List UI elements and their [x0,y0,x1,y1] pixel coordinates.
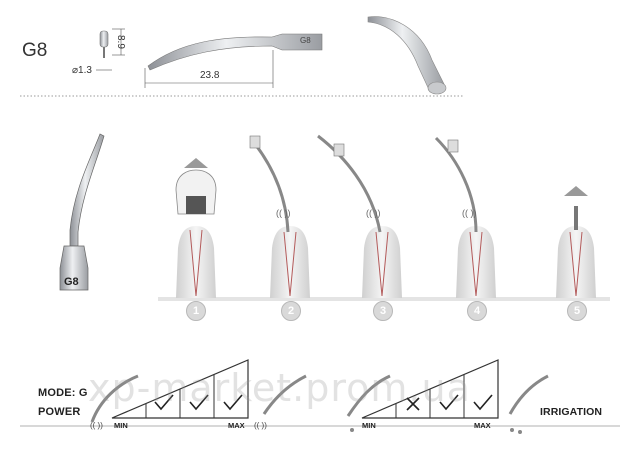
irrigation-scale [361,359,499,419]
tip-engraving: G8 [300,36,311,45]
irrigation-min-label: MIN [362,421,376,430]
step-4-canal-work: (( )) [434,136,496,298]
stage-floor [158,297,610,301]
svg-text:(( )): (( )) [254,421,267,430]
step-badge-2: 2 [281,301,301,321]
model-title: G8 [22,40,48,61]
power-max-tip-icon: (( )) [254,374,307,430]
irrigation-max-tip-icon [508,374,549,434]
tip-side-view [144,33,323,88]
irrigation-max-label: MAX [474,421,491,430]
height-dimension: 8.9 [115,35,126,49]
power-min-label: MIN [114,421,128,430]
irrigation-min-tip-icon [346,374,391,432]
svg-text:(( )): (( )) [462,208,477,218]
length-dimension: 23.8 [200,70,220,81]
diameter-dimension: ⌀1.3 [72,65,92,76]
svg-text:(( )): (( )) [366,208,381,218]
tip-large-drawing [59,133,105,291]
watermark: xp-market.prom.ua [88,366,471,410]
power-scale [111,359,249,419]
power-label: POWER [38,406,81,418]
power-max-label: MAX [228,421,245,430]
step-badge-3: 3 [373,301,393,321]
tip-body-label: G8 [64,276,79,288]
step-1-crown-removal [175,158,217,298]
step-3-canal-work: (( )) [317,134,402,298]
mode-label: MODE: G [38,387,88,399]
svg-text:(( )): (( )) [90,421,103,430]
step-badge-1: 1 [186,301,206,321]
step-badge-5: 5 [567,301,587,321]
tip-front-view [96,28,125,71]
svg-text:(( )): (( )) [276,208,291,218]
step-2-canal-work: (( )) [249,135,310,298]
step-5-post-removal [556,186,596,298]
tip-photo [367,16,447,95]
irrigation-label: IRRIGATION [540,406,603,418]
power-min-tip-icon: (( )) [90,374,139,430]
step-badge-4: 4 [467,301,487,321]
